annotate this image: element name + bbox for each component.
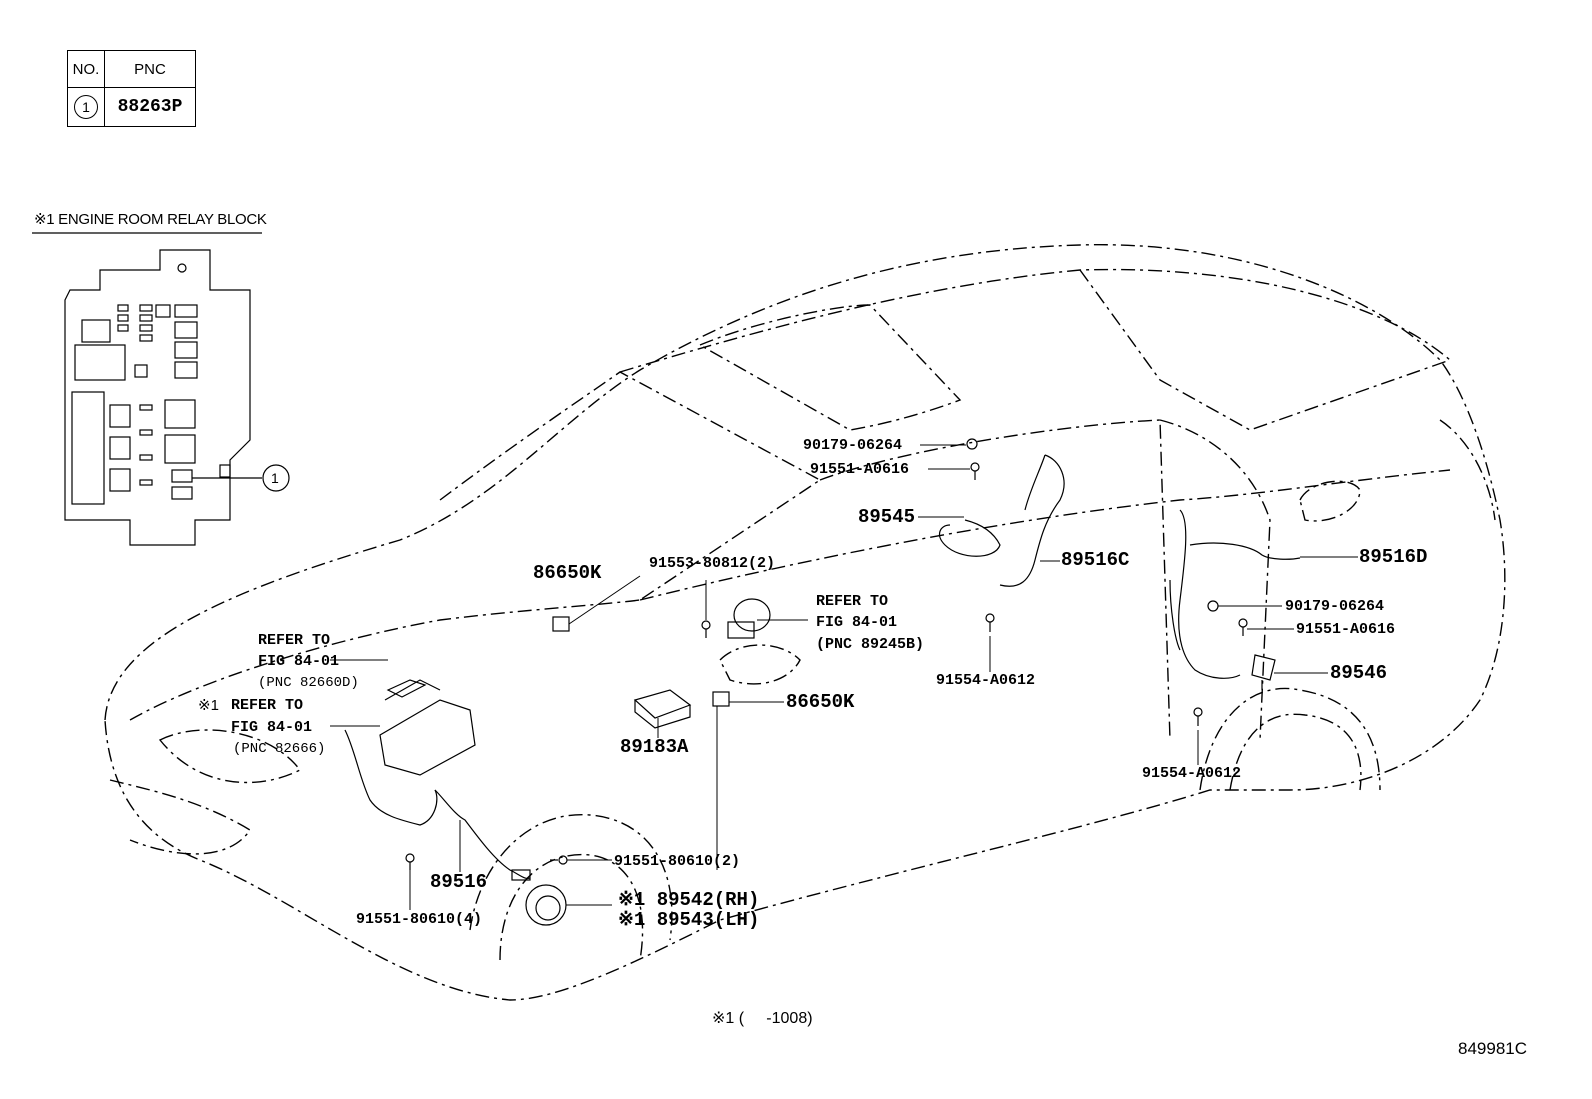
label-86650k-top: 86650K (533, 562, 602, 584)
label-90179-top: 90179-06264 (803, 437, 903, 454)
side-mirror (719, 644, 801, 685)
relay-block-body (64, 249, 251, 546)
label-refer-b-2: FIG 84-01 (258, 653, 340, 670)
label-refer-c-2: FIG 84-01 (231, 719, 313, 736)
relay-callout-number: 1 (271, 470, 279, 486)
figure-id: 849981C (1458, 1039, 1528, 1058)
computer-module-89183a (633, 689, 692, 729)
bracket-89245b (727, 598, 771, 639)
sunroof (698, 304, 962, 431)
leader-lines (330, 444, 1358, 910)
pnc-row-no-circle: 1 (74, 95, 98, 119)
label-91553: 91553-80812(2) (649, 555, 776, 572)
bolts (405, 438, 1248, 870)
label-86650k-bottom: 86650K (786, 691, 855, 713)
relay-bracket-82666 (379, 679, 476, 776)
label-90179-right: 90179-06264 (1285, 598, 1385, 615)
label-91551-a0616-right: 91551-A0616 (1296, 621, 1396, 638)
relay-cover-82660d (386, 679, 427, 698)
label-89543: ※1 89543(LH) (618, 909, 760, 931)
label-refer-a-2: FIG 84-01 (816, 614, 898, 631)
label-89546: 89546 (1330, 662, 1388, 684)
label-refer-c-mark: ※1 (198, 697, 219, 714)
front-wheel-arch (469, 814, 673, 941)
label-91551-80610-4: 91551-80610(4) (356, 911, 483, 928)
label-89516c: 89516C (1061, 549, 1130, 571)
label-refer-b-3: (PNC 82660D) (258, 675, 359, 691)
hood-line (129, 599, 641, 721)
label-89516: 89516 (430, 871, 488, 893)
front-wheel (499, 853, 644, 961)
grille (109, 779, 251, 855)
label-91554-mid: 91554-A0612 (936, 672, 1036, 689)
label-89542: ※1 89542(RH) (618, 889, 760, 911)
label-refer-c-3: (PNC 82666) (233, 741, 326, 757)
front-door-harness (938, 454, 1065, 587)
label-91551-80610-2: 91551-80610(2) (614, 853, 741, 870)
label-refer-c-1: REFER TO (231, 697, 304, 714)
car-body-outline (104, 244, 1506, 1001)
roof-line (619, 268, 1451, 373)
relay-block-title: ※1 ENGINE ROOM RELAY BLOCK (34, 211, 267, 228)
rear-light (1439, 419, 1496, 521)
label-refer-b-1: REFER TO (258, 632, 331, 649)
rear-speed-sensor-89546 (1251, 654, 1276, 690)
footnote: ※1 ( -1008) (712, 1010, 813, 1027)
relay-block-mount-hole (177, 263, 187, 273)
pnc-table: NO. PNC 1 88263P (67, 50, 196, 127)
rear-wheel (1229, 713, 1362, 791)
pnc-header-no: NO. (67, 50, 105, 88)
clip-86650k-top (552, 616, 570, 632)
door-line-rear (1159, 419, 1271, 741)
front-harness (344, 729, 531, 881)
label-refer-a-3: (PNC 89245B) (816, 636, 925, 653)
rear-window (1079, 269, 1451, 431)
rear-wheel-arch (1199, 687, 1381, 791)
label-91551-a0616-top: 91551-A0616 (810, 461, 910, 478)
label-refer-a-1: REFER TO (816, 593, 889, 610)
headlight (158, 729, 302, 784)
rear-harness (1169, 509, 1301, 679)
windshield (439, 371, 822, 601)
clip-86650k-bottom (712, 691, 730, 707)
label-89183a: 89183A (620, 736, 689, 758)
relay-callout-circle (262, 464, 290, 492)
belt-line (639, 469, 1451, 601)
pnc-row-no: 1 (67, 87, 105, 127)
door-line-front (819, 419, 1171, 741)
pnc-header-pnc: PNC (104, 50, 196, 88)
pnc-row-pnc: 88263P (104, 87, 196, 127)
front-speed-sensor (525, 884, 567, 926)
label-89516d: 89516D (1359, 546, 1428, 568)
label-91554-right: 91554-A0612 (1142, 765, 1242, 782)
label-89545: 89545 (858, 506, 916, 528)
